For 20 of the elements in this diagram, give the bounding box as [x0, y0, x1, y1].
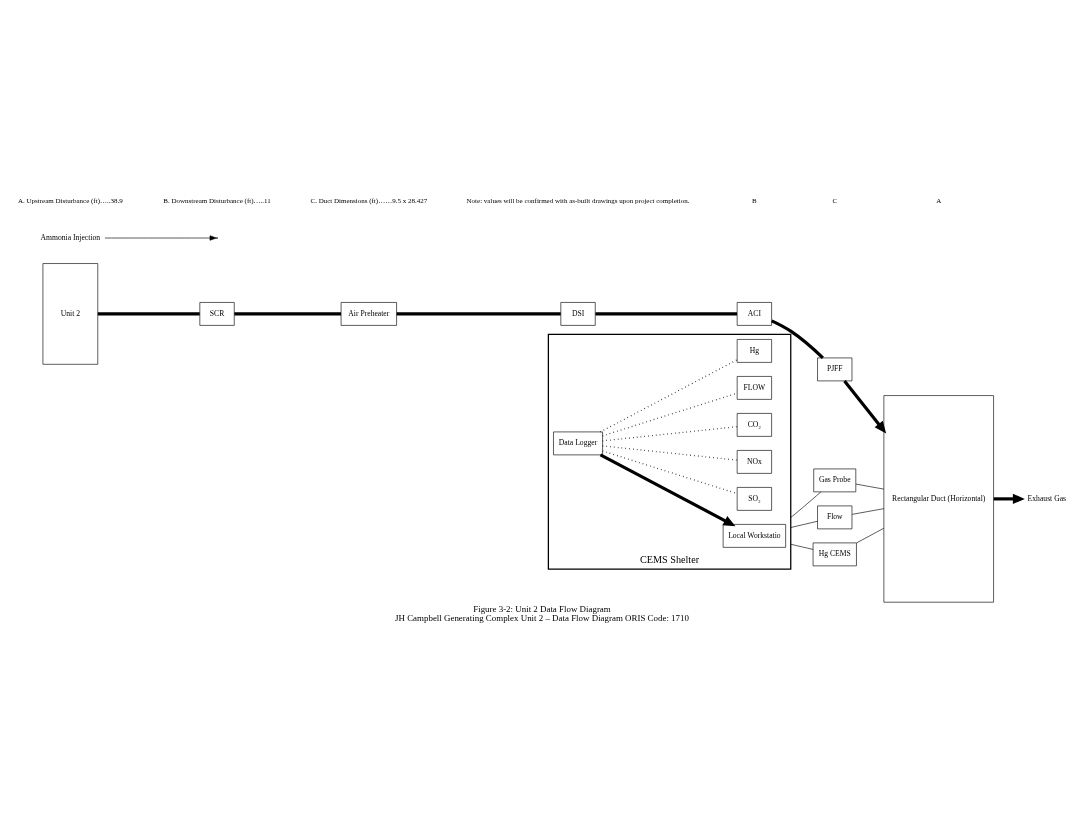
- connector: [396, 312, 561, 316]
- arrow: [993, 493, 1025, 505]
- arrow: [599, 453, 736, 527]
- arrow: [843, 379, 887, 434]
- connector: [790, 520, 818, 528]
- diagram-title: Figure 3-2: Unit 2 Data Flow Diagram: [473, 603, 611, 614]
- arrow: [104, 235, 217, 241]
- connector: [595, 312, 737, 316]
- connector: [771, 319, 824, 360]
- connector: [602, 426, 738, 442]
- connector: [602, 445, 738, 461]
- caption: JH Campbell Generating Complex Unit 2 – Data Flow Diagram ORIS Code: 1710: [395, 613, 689, 624]
- connector: [790, 491, 822, 518]
- connector: [234, 312, 341, 316]
- connector: [790, 543, 814, 550]
- connector: [856, 527, 885, 544]
- connector: [97, 312, 200, 316]
- connector: [602, 450, 738, 495]
- connector: [602, 392, 738, 437]
- connector: [851, 508, 885, 515]
